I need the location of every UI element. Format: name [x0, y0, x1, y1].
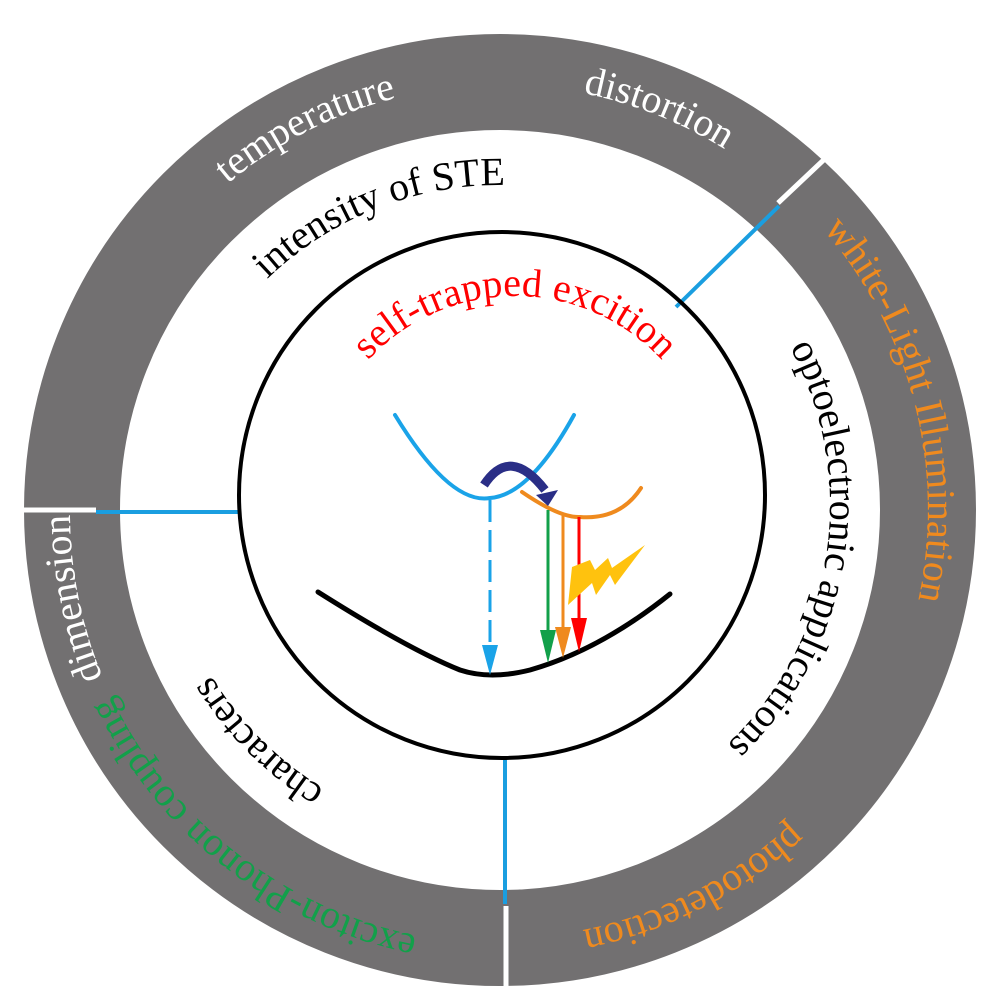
lightning-icon: [568, 545, 645, 605]
emission-arrow-red-head: [571, 618, 587, 652]
emission-arrow-green-head: [540, 630, 556, 663]
free-exciton-curve: [393, 413, 576, 501]
outer-divider-topright: [776, 135, 850, 205]
spoke-topright: [674, 204, 781, 309]
ground-state-curve: [315, 589, 673, 678]
self-trapped-curve: [520, 486, 643, 520]
transfer-arrow-head: [536, 490, 558, 506]
emission-arrow-orange-head: [555, 627, 571, 658]
transfer-arrow: [480, 461, 549, 493]
inner-circle: [237, 230, 767, 760]
energy-diagram: [315, 413, 673, 678]
inner-title: self-trapped excition: [342, 260, 687, 367]
nonradiative-arrow-head: [482, 645, 498, 675]
